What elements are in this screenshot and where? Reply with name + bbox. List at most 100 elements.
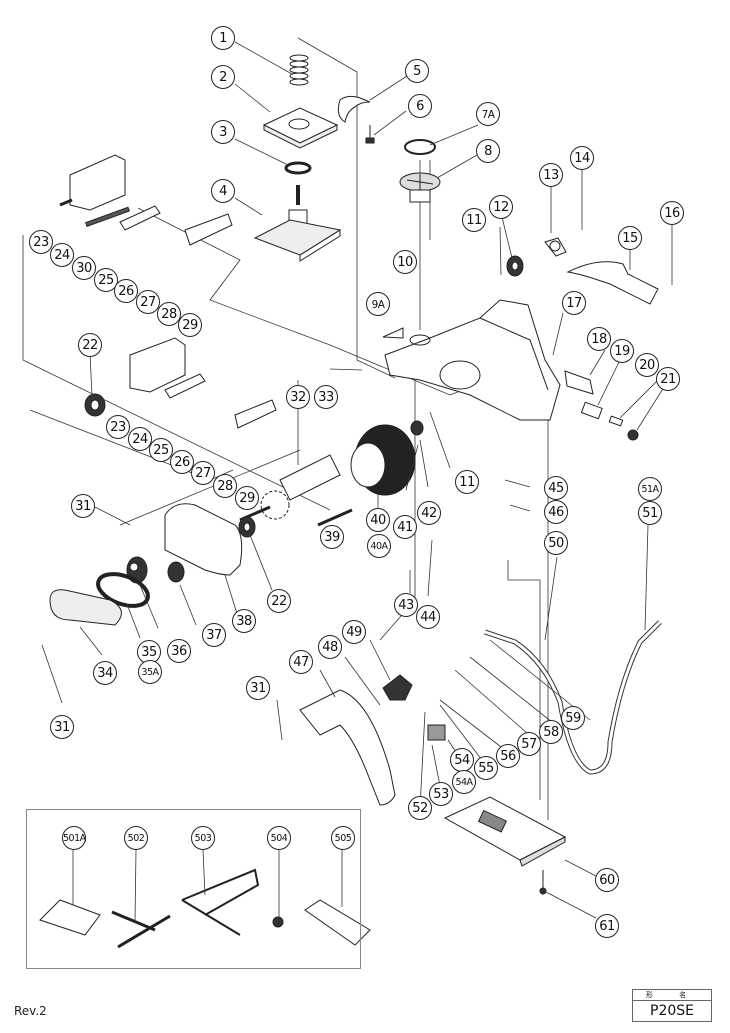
callout: 12 — [489, 195, 513, 219]
part-belt — [96, 572, 150, 608]
callout: 19 — [610, 339, 634, 363]
callout: 8 — [476, 139, 500, 163]
part-armature — [239, 454, 341, 522]
assembly-lines — [22, 37, 549, 820]
callout: 42 — [417, 501, 441, 525]
callout: 4 — [211, 179, 235, 203]
revision-label: Rev.2 — [14, 1004, 47, 1018]
callout: 56 — [496, 744, 520, 768]
callout: 23 — [29, 230, 53, 254]
callout: 28 — [157, 302, 181, 326]
callout: 26 — [114, 279, 138, 303]
part-side-cover — [164, 503, 243, 576]
callout: 502 — [124, 826, 148, 850]
callout: 26 — [170, 450, 194, 474]
callout: 54A — [452, 770, 476, 794]
callout: 17 — [562, 291, 586, 315]
callout: 60 — [595, 868, 619, 892]
callout: 51A — [638, 477, 662, 501]
callout: 14 — [570, 146, 594, 170]
callout: 16 — [660, 201, 684, 225]
callout: 11 — [462, 208, 486, 232]
callout: 57 — [517, 732, 541, 756]
part-belt-cover — [49, 589, 122, 626]
callout: 10 — [393, 250, 417, 274]
callout: 31 — [50, 715, 74, 739]
callout: 41 — [393, 515, 417, 539]
accessory-wing-bolt — [272, 916, 284, 928]
callout: 52 — [408, 796, 432, 820]
callout: 47 — [289, 650, 313, 674]
accessory-gauge — [304, 899, 371, 946]
callout: 25 — [94, 268, 118, 292]
part-knob — [399, 172, 441, 203]
part-bearing — [506, 255, 524, 277]
callout: 29 — [178, 313, 202, 337]
callout: 50 — [544, 531, 568, 555]
part-brush-cap — [627, 429, 639, 441]
callout: 32 — [286, 385, 310, 409]
callout: 3 — [211, 120, 235, 144]
callout: 22 — [78, 333, 102, 357]
callout: 23 — [106, 415, 130, 439]
part-square-plate — [262, 107, 339, 149]
callout: 36 — [167, 639, 191, 663]
part-nameplate — [564, 370, 594, 395]
part-label-triangle — [382, 327, 404, 339]
accessory-guide — [181, 868, 260, 936]
callout: 51 — [638, 501, 662, 525]
callout: 21 — [656, 367, 680, 391]
model-title-block: 形 名 P20SE — [632, 989, 712, 1022]
part-stator — [350, 424, 416, 496]
accessory-t-wrench — [111, 910, 171, 949]
callout: 27 — [191, 461, 215, 485]
callout: 46 — [544, 500, 568, 524]
part-drum-upper — [59, 154, 233, 246]
part-drum-lower — [84, 337, 277, 429]
callout: 27 — [136, 290, 160, 314]
callout: 43 — [394, 593, 418, 617]
callout: 28 — [213, 474, 237, 498]
part-lever — [337, 95, 371, 123]
accessory-plate — [39, 899, 101, 936]
callout: 30 — [72, 256, 96, 280]
part-noise-suppressor — [427, 724, 446, 741]
callout: 45 — [544, 476, 568, 500]
callout: 48 — [318, 635, 342, 659]
part-base — [443, 796, 567, 867]
callout: 61 — [595, 914, 619, 938]
part-bearing-holder — [544, 237, 567, 257]
part-housing — [384, 299, 561, 421]
callout: 9A — [366, 292, 390, 316]
callout: 33 — [314, 385, 338, 409]
callout: 34 — [93, 661, 117, 685]
model-name: P20SE — [650, 1003, 694, 1019]
part-knob-cap — [404, 139, 436, 155]
callout: 53 — [429, 782, 453, 806]
callout: 6 — [408, 94, 432, 118]
callout: 505 — [331, 826, 355, 850]
callout: 44 — [416, 605, 440, 629]
part-handle — [299, 689, 396, 806]
callout: 2 — [211, 65, 235, 89]
part-carbon-brush — [608, 415, 624, 427]
part-screw — [365, 125, 375, 144]
callout: 31 — [246, 676, 270, 700]
model-caption: 形 名 — [633, 990, 711, 1001]
part-bearing — [410, 420, 424, 436]
leader-lines — [41, 41, 673, 923]
callout: 58 — [539, 720, 563, 744]
part-depth-base — [253, 185, 342, 262]
callout: 7A — [476, 102, 500, 126]
callout: 5 — [405, 59, 429, 83]
callout: 54 — [450, 748, 474, 772]
part-brush-holder — [580, 401, 603, 420]
part-bearing — [238, 516, 256, 538]
callout: 59 — [561, 706, 585, 730]
callout: 29 — [235, 486, 259, 510]
callout: 40A — [367, 534, 391, 558]
callout: 55 — [474, 756, 498, 780]
part-cover — [566, 261, 659, 305]
part-pulley — [167, 561, 185, 583]
